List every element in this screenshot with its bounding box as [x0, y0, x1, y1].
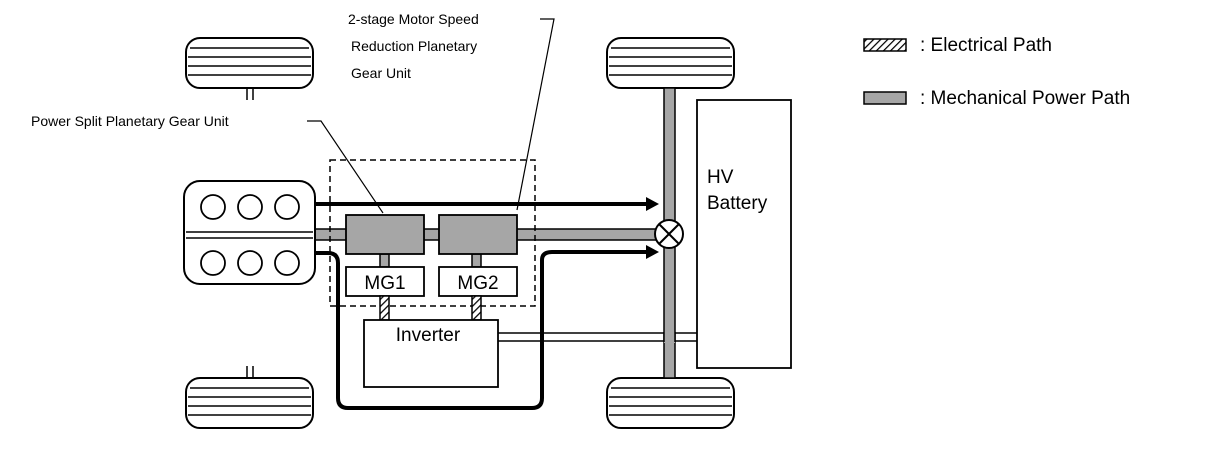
reduction-label-line1: 2-stage Motor Speed [348, 11, 479, 27]
mg2: MG2 [438, 266, 518, 297]
wheel-rear-left [185, 366, 314, 429]
power-split-callout: Power Split Planetary Gear Unit [31, 113, 384, 214]
legend: : Electrical Path : Mechanical Power Pat… [863, 35, 1130, 109]
inverter: Inverter [363, 319, 499, 388]
wheel-front-right [606, 37, 735, 89]
reduction-unit-callout: 2-stage Motor Speed Reduction Planetary … [348, 11, 555, 211]
reduction-label-line2: Reduction Planetary [351, 38, 477, 54]
hv-battery: HV Battery [696, 99, 792, 369]
legend-electrical-label: : Electrical Path [920, 35, 1052, 56]
power-split-gear-unit [345, 214, 425, 255]
transaxle-boundary [329, 159, 536, 307]
reduction-gear-unit [438, 214, 518, 255]
electrical-link-mg2 [471, 295, 482, 321]
wheel-front-left [185, 37, 314, 100]
power-flow-arrows [315, 197, 659, 410]
reduction-label-line3: Gear Unit [351, 65, 411, 81]
wheel-rear-right [606, 377, 735, 429]
mg1: MG1 [345, 266, 425, 297]
mg2-label: MG2 [457, 273, 498, 294]
legend-mechanical-label: : Mechanical Power Path [920, 88, 1130, 109]
electrical-link-mg1 [379, 295, 390, 321]
power-split-label: Power Split Planetary Gear Unit [31, 113, 229, 129]
differential [654, 219, 684, 249]
legend-mechanical-swatch [863, 91, 907, 105]
battery-label-line2: Battery [707, 193, 768, 214]
engine [183, 180, 316, 285]
mg1-label: MG1 [364, 273, 405, 294]
legend-electrical-swatch [863, 38, 907, 52]
inverter-label: Inverter [396, 325, 461, 346]
inverter-battery-link [498, 332, 697, 343]
battery-label-line1: HV [707, 167, 734, 188]
